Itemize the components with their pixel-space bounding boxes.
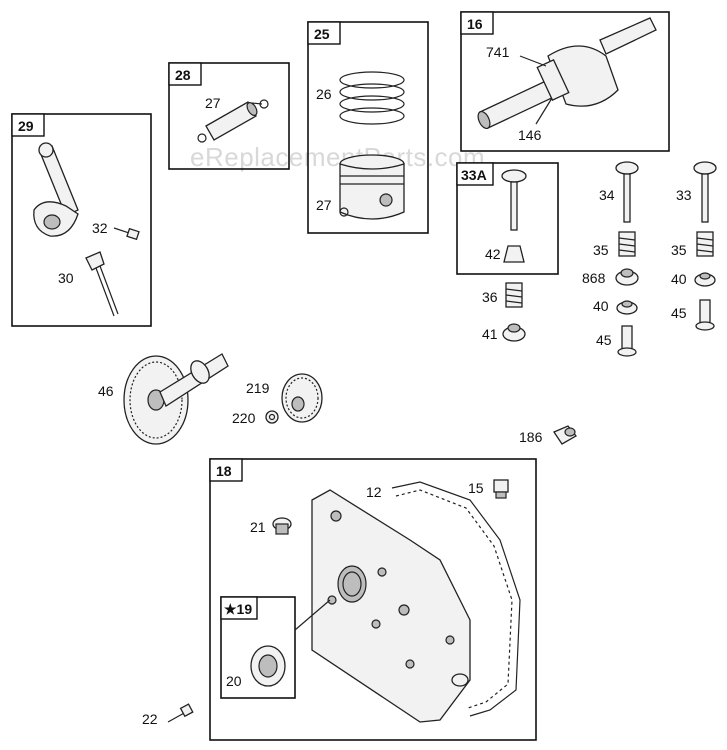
group-box-29: 29 32 30 [11,113,152,327]
group-tag-25: 25 [314,26,330,42]
part-label-40-right: 40 [671,271,687,287]
part-label-186: 186 [519,429,543,445]
part-label-32: 32 [92,220,108,236]
group-box-18: 18 12 15 21 [209,458,537,741]
part-label-45-right: 45 [671,305,687,321]
crankshaft-part[interactable] [476,17,657,130]
part-label-35-right: 35 [671,242,687,258]
part-label-36: 36 [482,289,498,305]
part-label-46: 46 [98,383,114,399]
valve-spring-35a-part[interactable] [618,231,636,257]
bolt-22-part[interactable] [167,703,194,723]
part-label-868: 868 [582,270,606,286]
group-box-25: 25 26 27 [307,21,429,234]
valve-intake-part[interactable] [501,169,527,231]
group-tag-28: 28 [175,67,191,83]
retainer-40b-part[interactable] [694,272,716,287]
retainer-40a-part[interactable] [616,300,638,315]
group-box-33a: 33A 42 [456,162,559,275]
camshaft-part[interactable] [123,353,229,445]
dipstick-tube-part[interactable] [451,673,469,687]
gasket-part[interactable] [391,481,521,717]
part-label-35-left: 35 [593,242,609,258]
valve-spring-36-part[interactable] [505,282,523,308]
group-tag-19: ★19 [224,601,252,617]
part-label-26: 26 [316,86,332,102]
part-label-27-piston: 27 [316,197,332,213]
part-label-146: 146 [518,127,542,143]
valve-34-part[interactable] [615,161,639,223]
tappet-45a-part[interactable] [617,325,637,357]
part-label-40-left: 40 [593,298,609,314]
group-tag-29: 29 [18,118,34,134]
governor-gear-part[interactable] [281,373,323,423]
group-box-16: 16 741 146 [460,11,670,152]
group-tag-33a: 33A [461,167,487,183]
crankcase-cover-part[interactable] [311,489,471,723]
oil-dipper-part[interactable] [85,251,119,317]
oil-seal-part[interactable] [250,645,286,687]
group-box-19: ★19 20 [220,596,296,699]
part-label-21: 21 [250,519,266,535]
group-tag-16: 16 [467,16,483,32]
part-label-45-left: 45 [596,332,612,348]
fitting-21-part[interactable] [272,517,292,535]
part-label-220: 220 [232,410,256,426]
rod-bolt-part[interactable] [113,227,140,241]
valve-spring-35b-part[interactable] [696,231,714,257]
washer-220-part[interactable] [265,410,279,424]
group-box-28: 28 27 [168,62,290,170]
valve-seal-41-part[interactable] [502,323,526,342]
piston-pin-part[interactable] [197,99,269,143]
part-label-20: 20 [226,673,242,689]
part-label-15: 15 [468,480,484,496]
plug-15-part[interactable] [493,479,509,499]
valve-33-part[interactable] [693,161,717,223]
connecting-rod-part[interactable] [33,142,79,237]
part-label-34: 34 [599,187,615,203]
tappet-45b-part[interactable] [695,299,715,331]
part-label-12: 12 [366,484,382,500]
part-label-219: 219 [246,380,270,396]
elbow-fitting-part[interactable] [553,425,577,445]
watermark: eReplacementParts.com [190,142,485,172]
part-label-27-pin: 27 [205,95,221,111]
piston-part[interactable] [339,154,405,220]
part-label-33: 33 [676,187,692,203]
part-868[interactable] [615,268,639,286]
part-label-741: 741 [486,44,510,60]
part-label-22: 22 [142,711,158,727]
part-label-42: 42 [485,246,501,262]
part-label-30: 30 [58,270,74,286]
piston-rings-part[interactable] [339,71,405,125]
part-label-41: 41 [482,326,498,342]
valve-retainer-part[interactable] [503,245,525,263]
group-tag-18: 18 [216,463,232,479]
